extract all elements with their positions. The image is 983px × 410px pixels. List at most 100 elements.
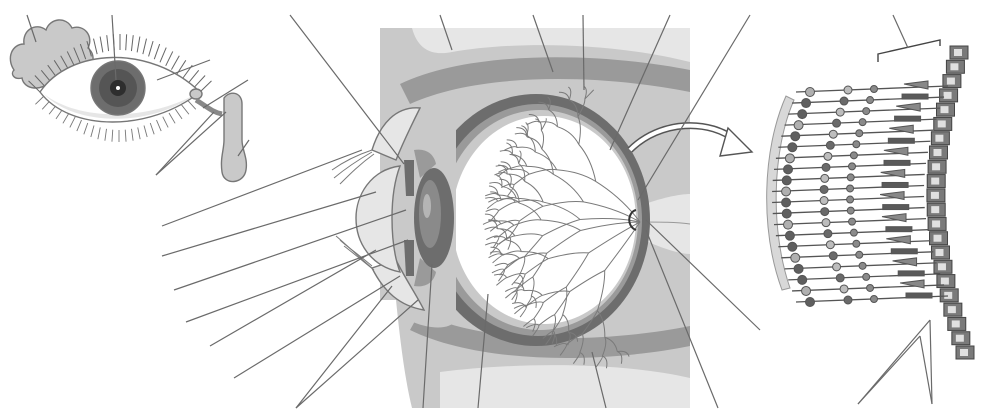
horizontal-cell — [847, 185, 854, 192]
horizontal-cell — [850, 152, 857, 159]
eyelash — [94, 39, 98, 55]
bipolar-cell — [836, 274, 844, 282]
rod-cell — [891, 249, 917, 254]
horizontal-cell — [859, 262, 866, 269]
ganglion-cell — [782, 187, 791, 196]
epithelium-nucleus — [940, 106, 948, 113]
eyelash — [188, 100, 196, 109]
ganglion-cell — [784, 165, 793, 174]
bipolar-cell — [820, 197, 828, 205]
eyelash — [149, 41, 154, 56]
eye-cross-section-panel — [162, 15, 760, 408]
ganglion-cell — [798, 275, 807, 284]
epithelium-nucleus — [956, 335, 964, 342]
ganglion-cell — [794, 264, 803, 273]
epithelium-nucleus — [948, 306, 956, 313]
horizontal-cell — [847, 174, 854, 181]
eyelash — [157, 120, 162, 131]
horizontal-cell — [850, 229, 857, 236]
rod-cell — [888, 138, 914, 143]
bipolar-cell — [826, 141, 834, 149]
ganglion-cell — [784, 220, 793, 229]
epithelium-nucleus — [933, 149, 941, 156]
epithelium-nucleus — [954, 49, 962, 56]
lacrimal-sac — [221, 93, 246, 181]
eyelash — [35, 96, 44, 104]
epithelium-nucleus — [935, 135, 943, 142]
eyelash — [105, 129, 107, 141]
eyelash — [77, 120, 82, 131]
eyelash — [163, 117, 168, 128]
retinal-cells — [772, 81, 948, 307]
lacrimal-canal — [196, 100, 222, 114]
epithelium-nucleus — [938, 263, 946, 270]
eyelash — [154, 44, 159, 59]
eyelash — [143, 39, 147, 55]
rod-cell — [884, 160, 910, 165]
epithelium-nucleus — [941, 278, 949, 285]
bipolar-cell — [826, 241, 834, 249]
horizontal-cell — [871, 296, 878, 303]
ganglion-cell — [791, 253, 800, 262]
horizontal-cell — [863, 273, 870, 280]
epithelium-nucleus — [934, 235, 942, 242]
horizontal-cell — [867, 97, 874, 104]
epithelium-nucleus — [932, 220, 940, 227]
bipolar-cell — [829, 252, 837, 260]
horizontal-cell — [847, 196, 854, 203]
horizontal-cell — [856, 130, 863, 137]
epithelium-nucleus — [931, 206, 939, 213]
bipolar-cell — [829, 130, 837, 138]
rod-cell — [898, 271, 924, 276]
bipolar-cell — [836, 108, 844, 116]
eyelash — [189, 70, 199, 82]
eyelash — [112, 130, 113, 142]
eyelash — [182, 105, 189, 114]
eyelash — [194, 76, 205, 88]
horizontal-cell — [863, 108, 870, 115]
eyelash — [84, 123, 88, 134]
rod-cell — [895, 116, 921, 121]
eyelash — [126, 34, 127, 50]
epithelium-nucleus — [952, 320, 960, 327]
ganglion-cell — [806, 88, 815, 97]
rod-cell — [882, 182, 908, 187]
eyelash — [138, 127, 140, 139]
ganglion-cell — [802, 99, 811, 108]
horizontal-cell — [859, 119, 866, 126]
bipolar-cell — [820, 185, 828, 193]
eyelash — [200, 81, 211, 92]
eyelash — [166, 51, 173, 65]
ganglion-cell — [785, 154, 794, 163]
epithelium-nucleus — [944, 92, 952, 99]
bipolar-cell — [821, 208, 829, 216]
eyelash — [132, 129, 134, 141]
eyelash — [100, 37, 103, 53]
horizontal-cell — [853, 141, 860, 148]
ganglion-cell — [782, 209, 791, 218]
eyelash — [171, 56, 179, 70]
rod-cell — [906, 293, 932, 298]
horizontal-cell — [867, 284, 874, 291]
eyelash — [160, 48, 166, 63]
rod-cell — [902, 94, 928, 99]
bipolar-cell — [824, 152, 832, 160]
eyelash — [70, 117, 75, 128]
retina-detail-panel — [767, 15, 974, 404]
epithelium-nucleus — [938, 120, 946, 127]
rod-cell — [886, 227, 912, 232]
horizontal-cell — [849, 218, 856, 225]
epithelium-nucleus — [960, 349, 968, 356]
bipolar-cell — [833, 119, 841, 127]
bipolar-cell — [822, 163, 830, 171]
ganglion-cell — [788, 143, 797, 152]
epithelium-nucleus — [931, 178, 939, 185]
epithelium-nucleus — [932, 163, 940, 170]
ganglion-cell — [806, 298, 815, 307]
horizontal-cell — [847, 207, 854, 214]
bipolar-cell — [822, 219, 830, 227]
horizontal-cell — [871, 86, 878, 93]
epithelium-nucleus — [947, 78, 955, 85]
horizontal-cell — [856, 251, 863, 258]
eyelash — [91, 125, 94, 137]
